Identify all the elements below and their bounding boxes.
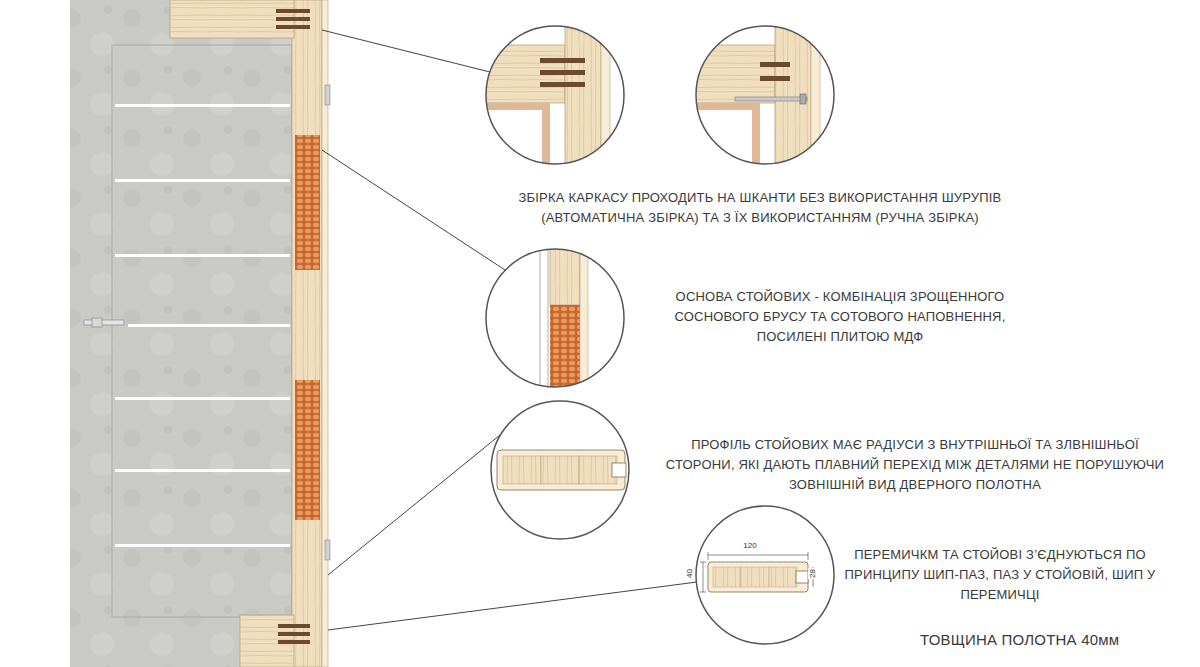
thickness-note: ТОВЩИНА ПОЛОТНА 40мм [920,630,1160,650]
note-text: ОСНОВА СТОЙОВИХ - КОМБІНАЦІЯ ЗРОЩЕННОГО … [640,287,1040,347]
dimension-label: 40 [685,568,694,579]
dimension-label: 120 [742,541,757,550]
dimension-label: 28 [808,568,817,579]
note-text: ПРОФІЛЬ СТОЙОВИХ МАЄ РАДІУСИ З ВНУТРІШНЬ… [655,435,1175,495]
note-text: ПЕРЕМИЧКМ ТА СТОЙОВІ З’ЄДНУЮТЬСЯ ПО ПРИН… [830,545,1170,605]
note-text: ЗБІРКА КАРКАСУ ПРОХОДИТЬ НА ШКАНТИ БЕЗ В… [495,188,1025,228]
